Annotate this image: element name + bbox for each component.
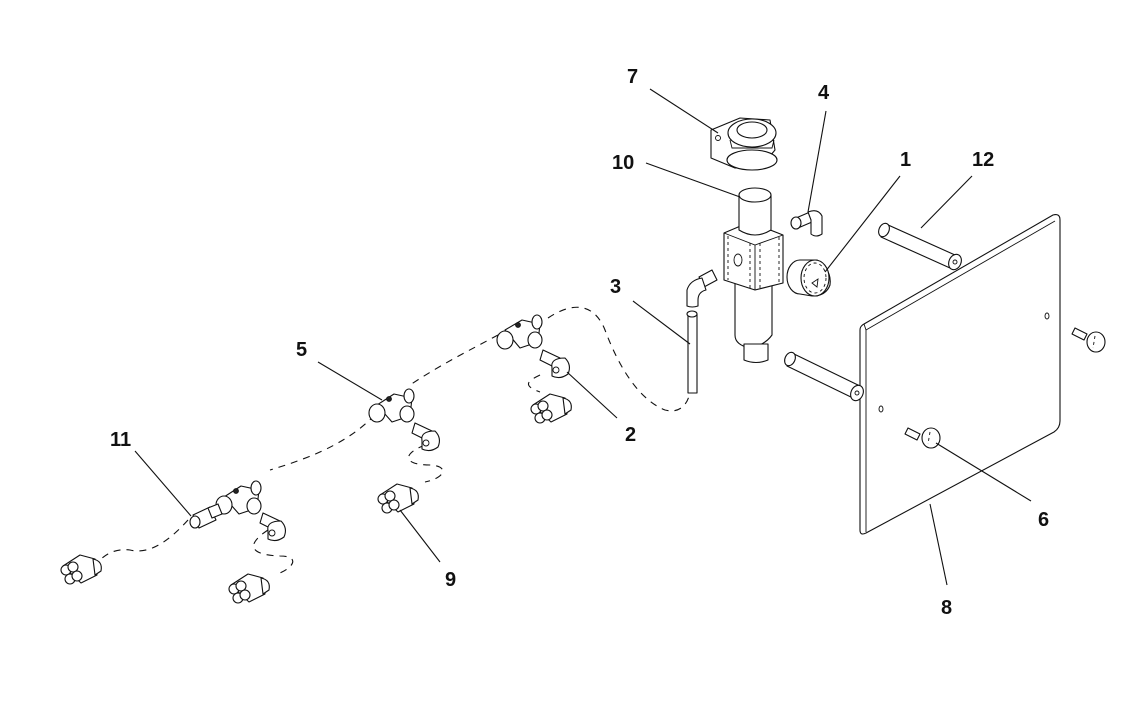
pressure-gauge xyxy=(786,259,831,297)
tee-fitting-right xyxy=(496,314,543,350)
callout-4: 4 xyxy=(818,82,830,104)
thumb-screw-front xyxy=(904,427,941,449)
callout-12: 12 xyxy=(972,149,994,171)
elbow-fitting-top xyxy=(790,210,823,237)
leader-6 xyxy=(935,442,1032,502)
tee-fitting-5 xyxy=(368,388,415,423)
leader-9 xyxy=(399,509,441,563)
standoff-upper xyxy=(878,222,962,271)
tube-line-main-3 xyxy=(269,414,376,471)
callout-5: 5 xyxy=(296,339,307,361)
leader-2 xyxy=(566,371,618,419)
callout-8: 8 xyxy=(941,597,952,619)
leader-11 xyxy=(134,450,192,517)
manifold-connector-far-left xyxy=(60,554,102,585)
callout-11: 11 xyxy=(110,429,131,451)
leader-3 xyxy=(632,300,691,345)
leader-5 xyxy=(317,361,383,401)
tube-line-main-1 xyxy=(547,306,691,412)
tube-line-main-2 xyxy=(409,334,499,386)
manifold-connector-9 xyxy=(377,483,419,514)
callout-3: 3 xyxy=(610,276,621,298)
elbow-fitting-side xyxy=(686,269,718,308)
callout-9: 9 xyxy=(445,569,456,591)
standoff-lower xyxy=(784,351,864,402)
elbow-fitting-left xyxy=(259,512,287,542)
tube-line-branch-5 xyxy=(408,444,444,483)
tube-line-branch-2 xyxy=(528,374,541,393)
manifold-connector-right xyxy=(530,393,572,424)
thumb-screw-rear xyxy=(1071,327,1106,353)
mounting-bracket-nut xyxy=(710,117,778,171)
filter-regulator xyxy=(723,187,784,364)
elbow-fitting-2 xyxy=(539,349,571,379)
leader-1 xyxy=(824,175,901,273)
leader-7 xyxy=(649,88,719,134)
elbow-fitting-5 xyxy=(411,422,441,452)
leader-4 xyxy=(807,110,827,213)
tube xyxy=(686,310,698,394)
callout-6: 6 xyxy=(1038,509,1049,531)
manifold-connector-bottom xyxy=(228,573,270,604)
leader-10 xyxy=(645,162,741,198)
tee-fitting-left xyxy=(215,480,262,515)
leader-lines xyxy=(134,88,1032,586)
leader-12 xyxy=(920,175,973,229)
callout-2: 2 xyxy=(625,424,636,446)
callout-7: 7 xyxy=(627,66,638,88)
mounting-plate xyxy=(859,214,1061,535)
straight-fitting xyxy=(189,503,223,529)
air-tubing-lines xyxy=(99,306,691,576)
tube-line-branch-left xyxy=(253,529,294,576)
callout-10: 10 xyxy=(612,152,634,174)
tube-line-left xyxy=(99,519,189,561)
callout-labels: 7 4 10 1 12 3 5 2 11 9 6 8 xyxy=(110,66,1049,619)
callout-1: 1 xyxy=(900,149,911,171)
leader-8 xyxy=(929,503,948,586)
